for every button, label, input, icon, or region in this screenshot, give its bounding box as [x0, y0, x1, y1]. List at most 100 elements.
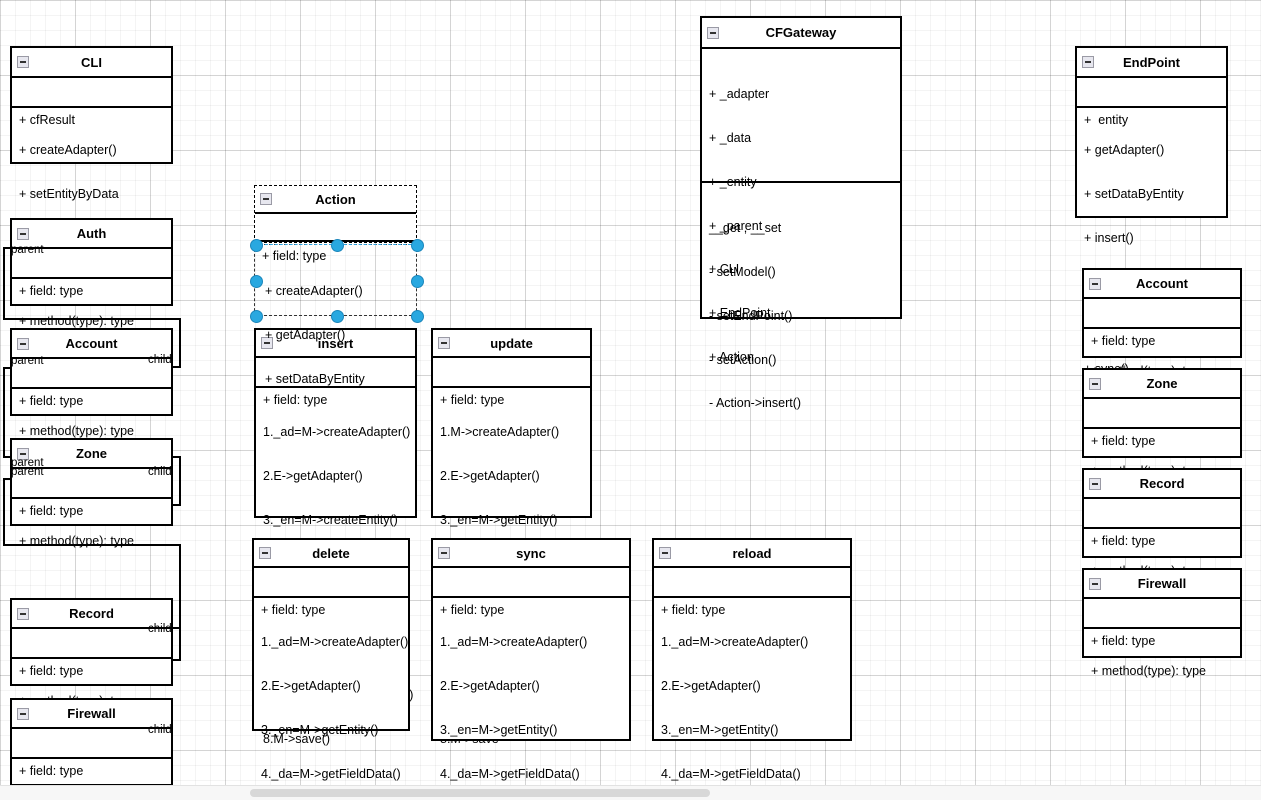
- methods-compartment-auth[interactable]: + method(type): type: [12, 277, 171, 363]
- minus-collapse-icon[interactable]: [1082, 56, 1094, 68]
- horizontal-scrollbar-thumb[interactable]: [250, 789, 710, 797]
- class-title-bar-sync[interactable]: sync: [433, 540, 629, 568]
- class-box-zone-left[interactable]: Zone + field: type + method(type): type: [10, 438, 173, 548]
- minus-collapse-icon[interactable]: [17, 56, 29, 68]
- attributes-compartment-reload[interactable]: + field: type: [654, 568, 850, 617]
- class-title-bar-zone-left[interactable]: Zone: [12, 440, 171, 469]
- resize-handle-bottom-left[interactable]: [249, 309, 263, 323]
- class-title-bar-zone-right[interactable]: Zone: [1084, 370, 1240, 399]
- class-title-bar-account-right[interactable]: Account: [1084, 270, 1240, 299]
- minus-collapse-icon[interactable]: [1089, 277, 1101, 290]
- minus-collapse-icon[interactable]: [659, 547, 671, 559]
- class-box-cfgateway[interactable]: CFGateway + _adapter + _data + _entity +…: [700, 16, 902, 410]
- resize-handle-middle-left[interactable]: [249, 274, 263, 288]
- class-box-auth[interactable]: Auth + field: type + method(type): type: [10, 218, 173, 328]
- methods-compartment-account-left[interactable]: + method(type): type: [12, 387, 171, 473]
- horizontal-scrollbar-track[interactable]: [0, 785, 1261, 800]
- methods-compartment-reload[interactable]: 1._ad=M->createAdapter() 2.E->getAdapter…: [654, 596, 850, 800]
- attributes-compartment-zone-left[interactable]: + field: type: [12, 469, 171, 518]
- class-box-firewall-right[interactable]: Firewall + field: type + method(type): t…: [1082, 568, 1242, 678]
- minus-collapse-icon[interactable]: [1089, 377, 1101, 390]
- connector-zone-to-records[interactable]: [3, 544, 181, 546]
- class-title-bar-record-left[interactable]: Record: [12, 600, 171, 629]
- attributes-compartment-endpoint[interactable]: + entity: [1077, 78, 1226, 127]
- class-box-delete[interactable]: delete + field: type 1._ad=M->createAdap…: [252, 538, 410, 781]
- methods-compartment-action[interactable]: + createAdapter() + getAdapter() + setDa…: [258, 249, 413, 421]
- connector-zone-parent-vertical[interactable]: [3, 478, 5, 546]
- minus-collapse-icon[interactable]: [259, 547, 271, 559]
- class-title-bar-auth[interactable]: Auth: [12, 220, 171, 249]
- attributes-compartment-firewall-left[interactable]: + field: type: [12, 729, 171, 778]
- attributes-compartment-delete[interactable]: + field: type: [254, 568, 408, 617]
- class-title-bar-firewall-left[interactable]: Firewall: [12, 700, 171, 729]
- methods-compartment-cfgateway[interactable]: __get , __set - setModel() - setEndPoint…: [702, 181, 900, 445]
- attributes-compartment-action[interactable]: + field: type: [255, 214, 416, 263]
- minus-collapse-icon[interactable]: [17, 227, 29, 240]
- attributes-compartment-record-right[interactable]: + field: type: [1084, 499, 1240, 548]
- methods-compartment-delete[interactable]: 1._ad=M->createAdapter() 2.E->getAdapter…: [254, 596, 408, 800]
- class-box-record-left[interactable]: Record + field: type + method(type): typ…: [10, 598, 173, 708]
- class-box-account-right[interactable]: Account + field: type + method(type): ty…: [1082, 268, 1242, 378]
- attributes-compartment-firewall-right[interactable]: + field: type: [1084, 599, 1240, 648]
- class-title-bar-record-right[interactable]: Record: [1084, 470, 1240, 499]
- minus-collapse-icon[interactable]: [17, 447, 29, 460]
- class-title-bar-cli[interactable]: CLI: [12, 48, 171, 78]
- class-box-endpoint[interactable]: EndPoint + entity + getAdapter() + setDa…: [1075, 46, 1228, 420]
- resize-handle-bottom-right[interactable]: [410, 309, 424, 323]
- class-title-bar-delete[interactable]: delete: [254, 540, 408, 568]
- attributes-compartment-cfgateway[interactable]: + _adapter + _data + _entity + _parent +…: [702, 49, 900, 364]
- connector-auth-parent-vertical[interactable]: [3, 247, 5, 320]
- resize-handle-top-center[interactable]: [330, 238, 344, 252]
- class-title-bar-insert[interactable]: insert: [256, 330, 415, 358]
- minus-collapse-icon[interactable]: [261, 337, 273, 349]
- minus-collapse-icon[interactable]: [17, 607, 29, 620]
- minus-collapse-icon[interactable]: [1089, 477, 1101, 490]
- class-title-bar-update[interactable]: update: [433, 330, 590, 358]
- resize-handle-top-left[interactable]: [249, 238, 263, 252]
- attributes-compartment-account-right[interactable]: + field: type: [1084, 299, 1240, 348]
- class-title-bar-reload[interactable]: reload: [654, 540, 850, 568]
- connector-zone-child-vertical[interactable]: [179, 456, 181, 506]
- class-title-bar-action[interactable]: Action: [255, 186, 416, 214]
- class-box-cli[interactable]: CLI + cfResult + createAdapter() + setEn…: [10, 46, 173, 245]
- class-box-zone-right[interactable]: Zone + field: type + method(type): type: [1082, 368, 1242, 478]
- class-box-account-left[interactable]: Account + field: type + method(type): ty…: [10, 328, 173, 438]
- class-title-bar-endpoint[interactable]: EndPoint: [1077, 48, 1226, 78]
- minus-collapse-icon[interactable]: [438, 547, 450, 559]
- attribute-row: + field: type: [1091, 334, 1156, 349]
- connector-auth-to-account[interactable]: [3, 318, 181, 320]
- resize-handle-top-right[interactable]: [410, 238, 424, 252]
- class-box-reload[interactable]: reload + field: type 1._ad=M->createAdap…: [652, 538, 852, 781]
- class-box-sync[interactable]: sync + field: type 1._ad=M->createAdapte…: [431, 538, 631, 781]
- class-box-action[interactable]: Action + field: type: [254, 185, 417, 263]
- connector-records-vertical[interactable]: [179, 544, 181, 661]
- class-box-record-right[interactable]: Record + field: type + method(type): typ…: [1082, 468, 1242, 578]
- class-box-firewall-left[interactable]: Firewall + field: type + method(type): t…: [10, 698, 173, 800]
- class-title-bar-account-left[interactable]: Account: [12, 330, 171, 359]
- attributes-compartment-account-left[interactable]: + field: type: [12, 359, 171, 408]
- minus-collapse-icon[interactable]: [17, 337, 29, 350]
- attributes-compartment-cli[interactable]: + cfResult: [12, 78, 171, 127]
- resize-handle-bottom-center[interactable]: [330, 309, 344, 323]
- class-box-update[interactable]: update + field: type 1.M->createAdapter(…: [431, 328, 592, 746]
- minus-collapse-icon[interactable]: [260, 193, 272, 205]
- methods-compartment-firewall-right[interactable]: + method(type): type: [1084, 627, 1240, 713]
- minus-collapse-icon[interactable]: [1089, 577, 1101, 590]
- resize-handle-middle-right[interactable]: [410, 274, 424, 288]
- methods-compartment-sync[interactable]: 1._ad=M->createAdapter() 2.E->getAdapter…: [433, 596, 629, 800]
- class-title-bar-firewall-right[interactable]: Firewall: [1084, 570, 1240, 599]
- attributes-compartment-zone-right[interactable]: + field: type: [1084, 399, 1240, 448]
- attributes-compartment-update[interactable]: + field: type: [433, 358, 590, 407]
- methods-compartment-zone-left[interactable]: + method(type): type: [12, 497, 171, 583]
- attributes-compartment-insert[interactable]: + field: type: [256, 358, 415, 407]
- minus-collapse-icon[interactable]: [17, 707, 29, 720]
- class-title-bar-cfgateway[interactable]: CFGateway: [702, 18, 900, 49]
- attributes-compartment-record-left[interactable]: + field: type: [12, 629, 171, 678]
- connector-account-child-vertical[interactable]: [179, 318, 181, 368]
- connector-account-parent-vertical[interactable]: [3, 367, 5, 458]
- attributes-compartment-auth[interactable]: + field: type: [12, 249, 171, 298]
- minus-collapse-icon[interactable]: [707, 26, 719, 39]
- attributes-compartment-sync[interactable]: + field: type: [433, 568, 629, 617]
- minus-collapse-icon[interactable]: [438, 337, 450, 349]
